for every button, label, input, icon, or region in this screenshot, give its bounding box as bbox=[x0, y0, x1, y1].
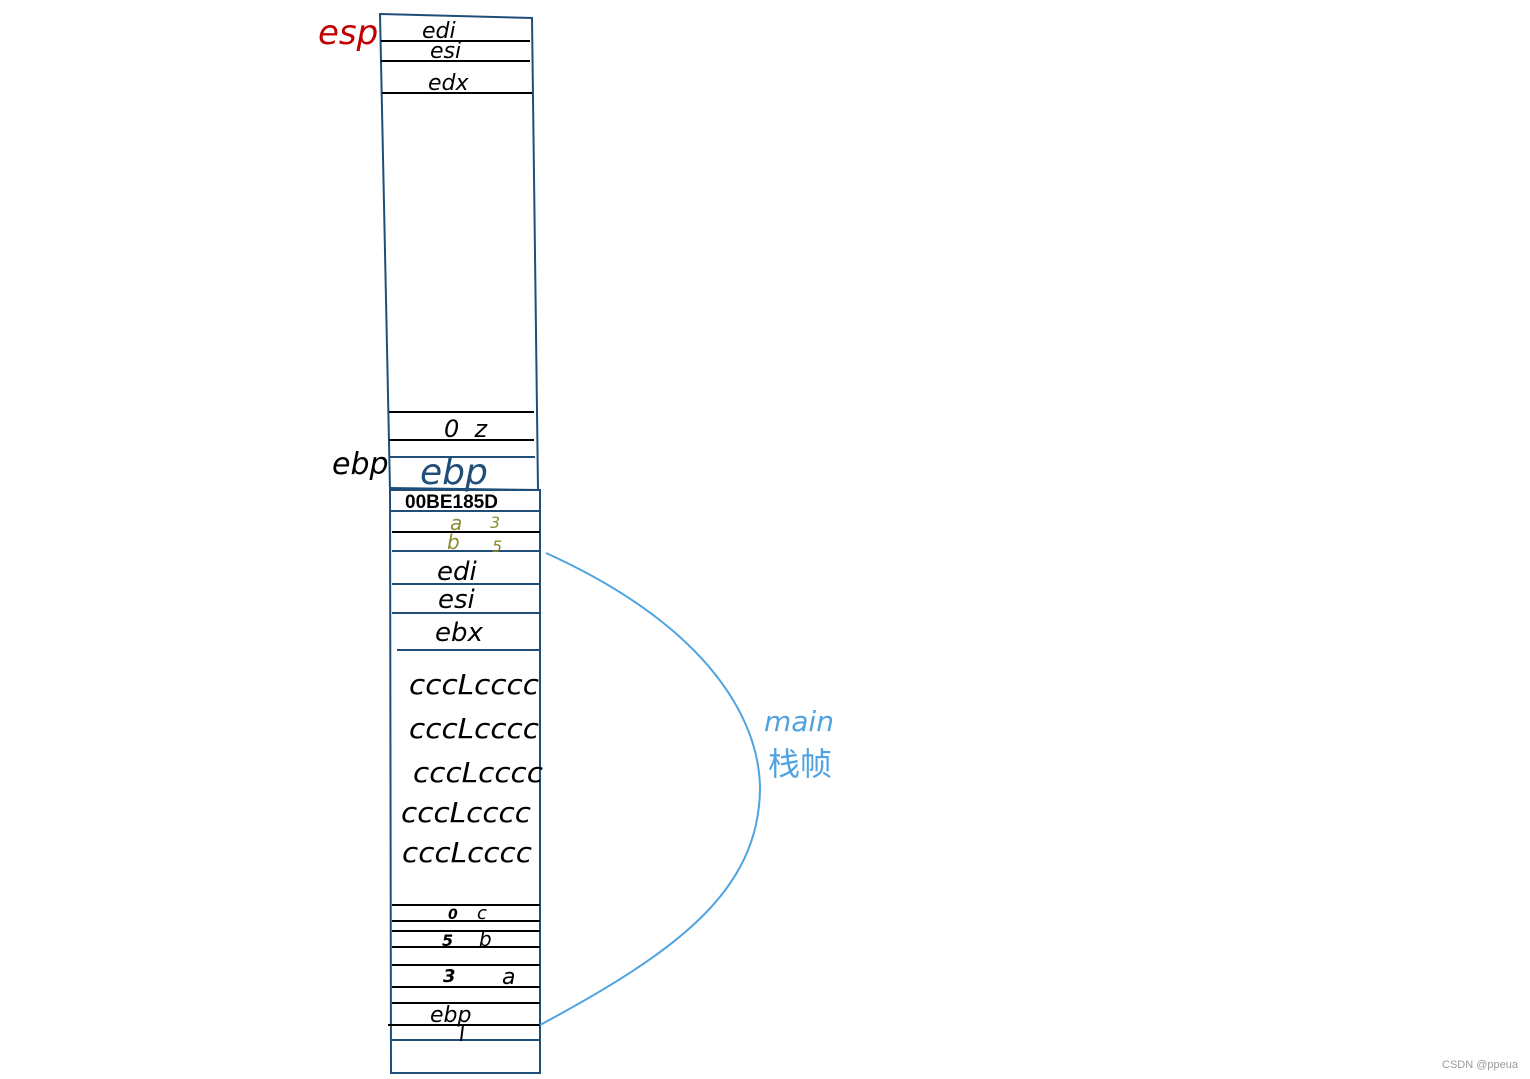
param-a-value: 3 bbox=[490, 513, 500, 532]
saved-ebp-slot: ebp bbox=[420, 452, 488, 493]
param-b-name: b bbox=[447, 530, 460, 554]
local-b-name: b bbox=[479, 927, 492, 951]
brace-label-main: main bbox=[764, 705, 834, 738]
callee-reg-edi: edi bbox=[422, 19, 456, 44]
local-c-name: c bbox=[477, 903, 487, 924]
return-address: 00BE185D bbox=[405, 492, 498, 513]
local-c-value: 0 bbox=[448, 907, 458, 923]
callee-locals: 0 z bbox=[444, 415, 489, 443]
param-b-value: 5 bbox=[492, 537, 502, 556]
cc-fill-line: cccLcccc bbox=[401, 796, 532, 829]
main-frame-brace bbox=[539, 552, 762, 1026]
main-reg-ebx: ebx bbox=[435, 618, 484, 648]
main-reg-edi: edi bbox=[437, 557, 478, 587]
cc-fill-line: cccLcccc bbox=[409, 712, 540, 745]
local-b-value: 5 bbox=[442, 931, 453, 950]
callee-reg-edx: edx bbox=[428, 71, 470, 96]
cc-fill-line: cccLcccc bbox=[413, 756, 544, 789]
local-a-name: a bbox=[502, 965, 515, 990]
cc-fill-line: cccLcccc bbox=[402, 836, 533, 869]
main-saved-ebp: ebp bbox=[430, 1003, 471, 1028]
callee-reg-esi: esi bbox=[430, 39, 461, 64]
cc-fill-line: cccLcccc bbox=[409, 668, 540, 701]
brace-label-frame: 栈帧 bbox=[768, 745, 832, 783]
local-a-value: 3 bbox=[443, 966, 456, 987]
ebp-pointer-label: ebp bbox=[332, 447, 389, 482]
watermark: CSDN @ppeua bbox=[1442, 1059, 1518, 1071]
ebp-tick bbox=[460, 1024, 464, 1042]
main-reg-esi: esi bbox=[438, 585, 476, 615]
param-a-name: a bbox=[450, 511, 462, 535]
esp-pointer-label: esp bbox=[318, 13, 378, 53]
main-stack-column bbox=[388, 486, 541, 1074]
